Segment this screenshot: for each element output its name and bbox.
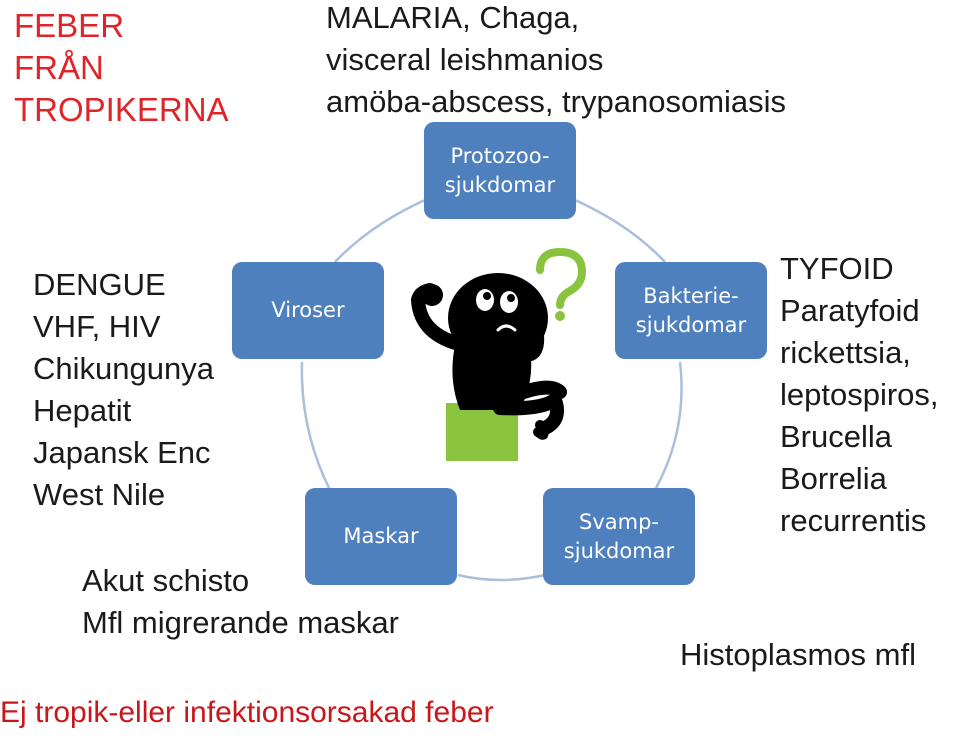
cycle-arrow-svamp-maskar: [457, 573, 546, 582]
footer-note: Ej tropik-eller infektionsorsakad feber: [0, 696, 494, 729]
cause-line: VHF, HIV: [33, 309, 161, 344]
node-label: sjukdomar: [635, 312, 747, 337]
cause-line: Chikungunya: [33, 351, 214, 386]
cause-line: Japansk Enc: [33, 435, 211, 470]
cycle-arrow-bakterie-svamp: [653, 361, 683, 491]
viroser-causes: DENGUE VHF, HIV Chikungunya Hepatit Japa…: [33, 264, 214, 516]
cause-line: DENGUE: [33, 267, 166, 302]
node-label: sjukdomar: [444, 172, 556, 197]
cause-line: Paratyfoid: [780, 293, 920, 328]
cause-line: amöba-abscess, trypanosomiasis: [326, 84, 787, 119]
node-label: Svamp-: [578, 509, 659, 534]
cause-line: recurrentis: [780, 503, 927, 538]
thinking-person-icon: [411, 273, 567, 440]
page-title: FEBER FRÅN TROPIKERNA: [14, 5, 229, 131]
cause-line: Mfl migrerande maskar: [82, 605, 399, 640]
cause-line: Histoplasmos mfl: [680, 637, 916, 672]
cycle-arrow-protozoo-bakterie: [574, 198, 666, 263]
cycle-arrow-maskar-viroser: [300, 361, 332, 491]
cause-line: rickettsia,: [780, 335, 911, 370]
node-bakterie: Bakterie- sjukdomar: [615, 262, 767, 359]
node-viroser: Viroser: [232, 262, 384, 359]
cause-line: Brucella: [780, 419, 892, 454]
node-label: Maskar: [343, 524, 419, 548]
node-label: Viroser: [271, 298, 345, 322]
node-label: Bakterie-: [643, 283, 739, 308]
bakterie-causes: TYFOID Paratyfoid rickettsia, leptospiro…: [780, 248, 939, 542]
cause-line: visceral leishmanios: [326, 42, 604, 77]
protozoo-causes: MALARIA, Chaga, visceral leishmanios amö…: [326, 0, 786, 123]
maskar-causes: Akut schisto Mfl migrerande maskar: [82, 560, 399, 644]
node-svamp: Svamp- sjukdomar: [543, 488, 695, 585]
node-maskar: Maskar: [305, 488, 457, 585]
cause-line: Borrelia: [780, 461, 887, 496]
cause-line: Akut schisto: [82, 563, 250, 598]
node-label: sjukdomar: [563, 538, 675, 563]
title-line: FEBER: [14, 7, 125, 44]
cause-line: MALARIA, Chaga,: [326, 0, 580, 35]
cause-line: Hepatit: [33, 393, 132, 428]
node-protozoo: Protozoo- sjukdomar: [424, 122, 576, 219]
svamp-causes: Histoplasmos mfl: [680, 634, 916, 676]
title-line: FRÅN: [14, 49, 104, 86]
cause-line: leptospiros,: [780, 377, 939, 412]
question-mark-icon: [536, 247, 587, 321]
node-label: Protozoo-: [450, 143, 550, 168]
cause-line: West Nile: [33, 477, 166, 512]
cycle-arrow-viroser-protozoo: [334, 198, 426, 263]
cause-line: TYFOID: [780, 251, 894, 286]
title-line: TROPIKERNA: [14, 91, 229, 128]
